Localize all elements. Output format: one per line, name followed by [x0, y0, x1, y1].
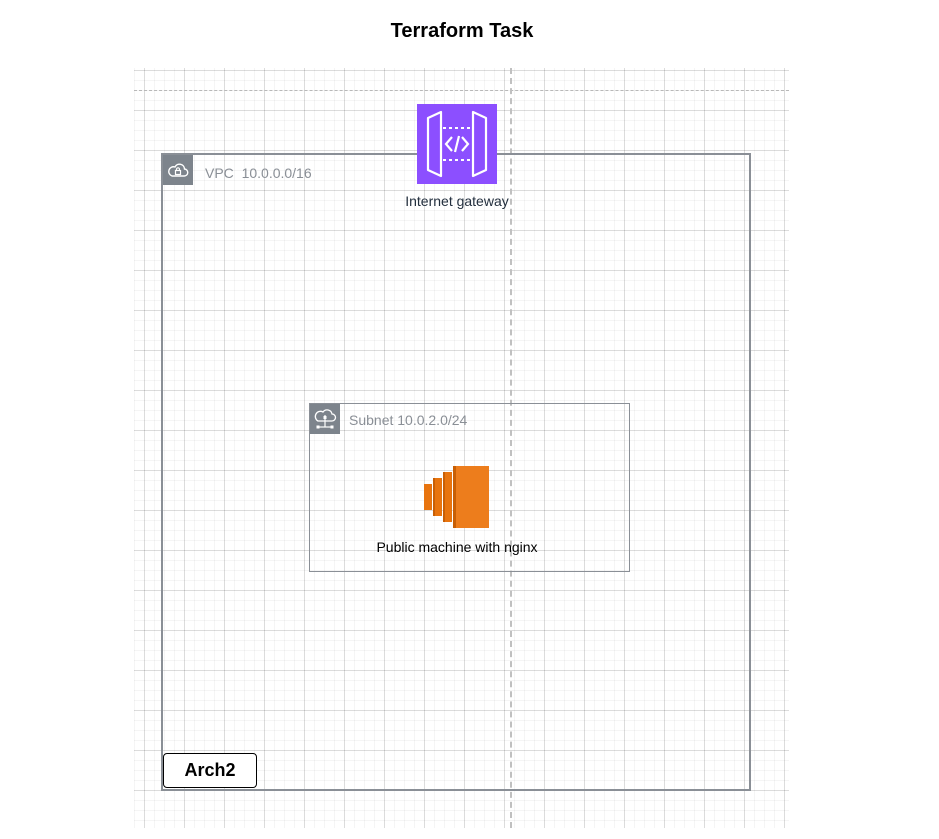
guide-line-horizontal [134, 90, 789, 91]
diagram-title: Terraform Task [390, 20, 534, 42]
ec2-instance-icon[interactable] [424, 464, 490, 530]
internet-gateway-icon[interactable] [417, 104, 497, 184]
vpc-label: VPC 10.0.0.0/16 [205, 165, 312, 181]
vpc-cloud-lock-icon [163, 155, 193, 185]
arch-label-box[interactable]: Arch2 [163, 753, 257, 788]
subnet-label: Subnet 10.0.2.0/24 [349, 412, 468, 428]
subnet-cloud-icon [310, 404, 340, 434]
ec2-instance-label: Public machine with nginx [376, 539, 538, 555]
subnet-group[interactable]: Subnet 10.0.2.0/24 [309, 403, 630, 572]
internet-gateway-label: Internet gateway [405, 193, 509, 209]
guide-line-vertical [510, 68, 512, 828]
grid-canvas [134, 68, 789, 828]
